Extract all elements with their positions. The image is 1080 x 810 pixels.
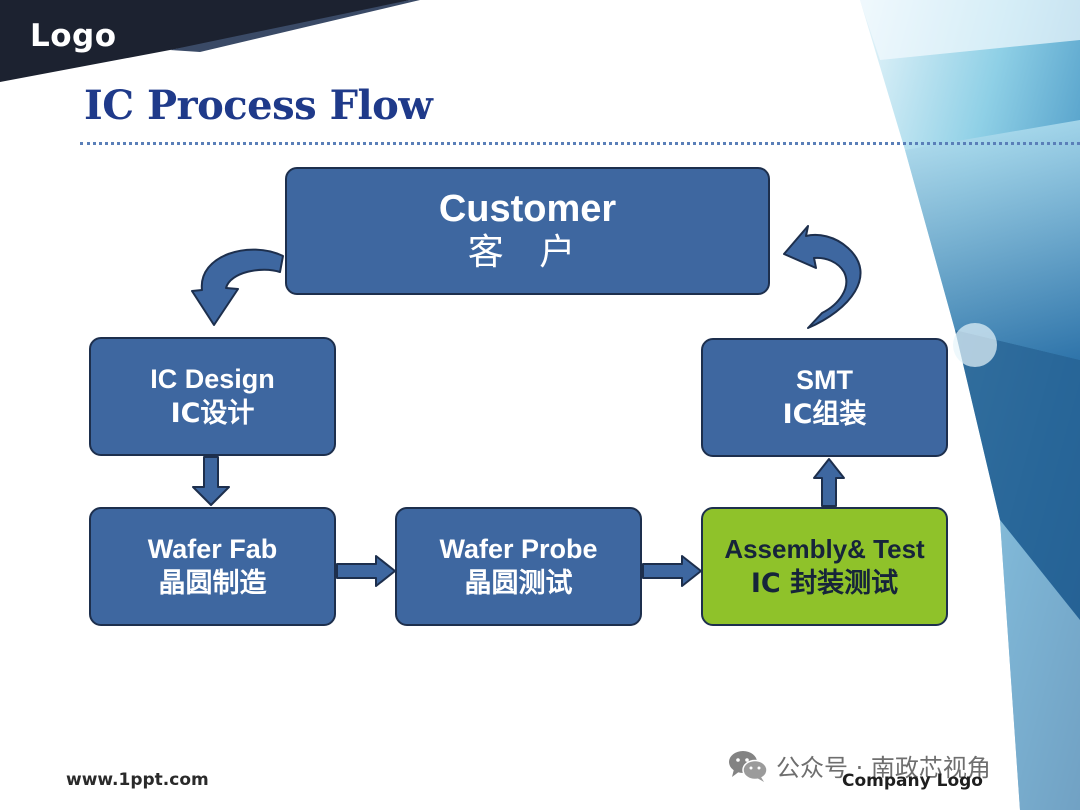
node-ic-design-label-en: IC Design: [150, 363, 275, 394]
node-assembly-test-label-zh: IC 封装测试: [750, 567, 899, 599]
node-customer-label-zh: 客 户: [467, 232, 588, 273]
node-customer: Customer 客 户: [285, 167, 770, 295]
watermark: 公众号 · 南政芯视角: [728, 748, 991, 783]
node-wafer-probe-label-en: Wafer Probe: [439, 533, 598, 564]
node-ic-design: IC Design IC设计: [89, 337, 336, 456]
node-smt: SMT IC组装: [701, 338, 948, 457]
page-title: IC Process Flow: [84, 82, 433, 129]
node-smt-label-zh: IC组装: [782, 398, 867, 430]
company-logo-text: Company Logo: [842, 771, 983, 791]
node-wafer-probe-label-zh: 晶圆测试: [464, 567, 573, 599]
node-wafer-fab: Wafer Fab 晶圆制造: [89, 507, 336, 626]
node-assembly-test: Assembly& Test IC 封装测试: [701, 507, 948, 626]
footer-url[interactable]: www.1ppt.com: [66, 770, 209, 790]
node-wafer-fab-label-zh: 晶圆制造: [158, 567, 267, 599]
wechat-icon: [729, 750, 768, 782]
logo: Logo: [30, 18, 117, 54]
node-ic-design-label-zh: IC设计: [170, 397, 255, 429]
header-banner: [0, 0, 410, 82]
node-smt-label-en: SMT: [796, 364, 853, 395]
node-assembly-test-label-en: Assembly& Test: [724, 533, 925, 564]
node-wafer-fab-label-en: Wafer Fab: [147, 533, 278, 564]
node-customer-label-en: Customer: [438, 188, 617, 230]
node-wafer-probe: Wafer Probe 晶圆测试: [395, 507, 642, 626]
title-divider: [80, 142, 1080, 145]
watermark-text: 公众号 · 南政芯视角: [776, 754, 991, 782]
